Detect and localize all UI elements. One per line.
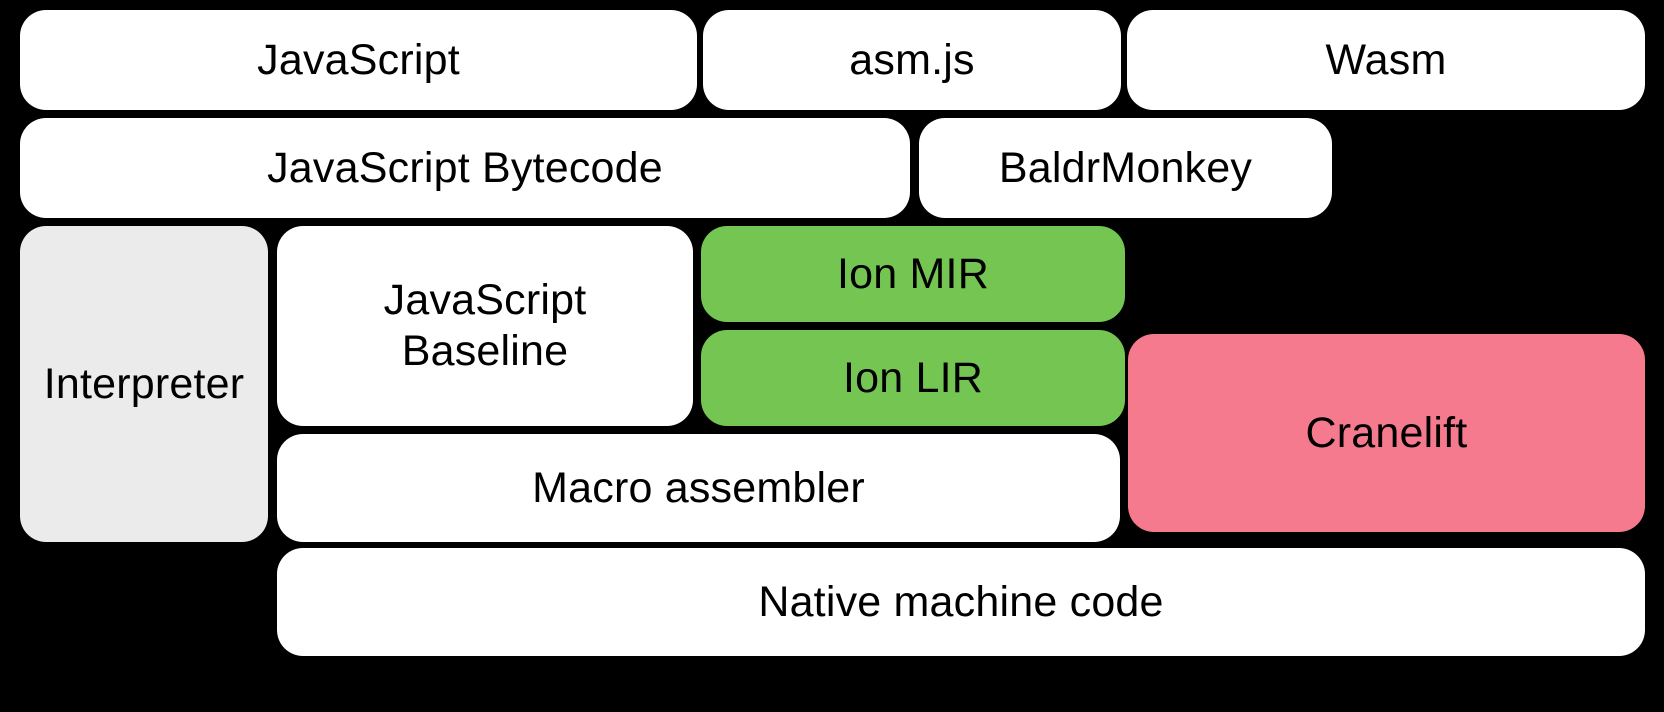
node-ion-lir[interactable]: Ion LIR [701,330,1125,426]
node-asmjs[interactable]: asm.js [703,10,1121,110]
node-baldrmonkey[interactable]: BaldrMonkey [919,118,1332,218]
node-javascript[interactable]: JavaScript [20,10,697,110]
node-interpreter[interactable]: Interpreter [20,226,268,542]
node-javascript-baseline[interactable]: JavaScript Baseline [277,226,693,426]
node-ion-mir[interactable]: Ion MIR [701,226,1125,322]
node-cranelift[interactable]: Cranelift [1128,334,1645,532]
node-native-machine-code[interactable]: Native machine code [277,548,1645,656]
node-wasm[interactable]: Wasm [1127,10,1645,110]
node-javascript-bytecode[interactable]: JavaScript Bytecode [20,118,910,218]
node-macro-assembler[interactable]: Macro assembler [277,434,1120,542]
